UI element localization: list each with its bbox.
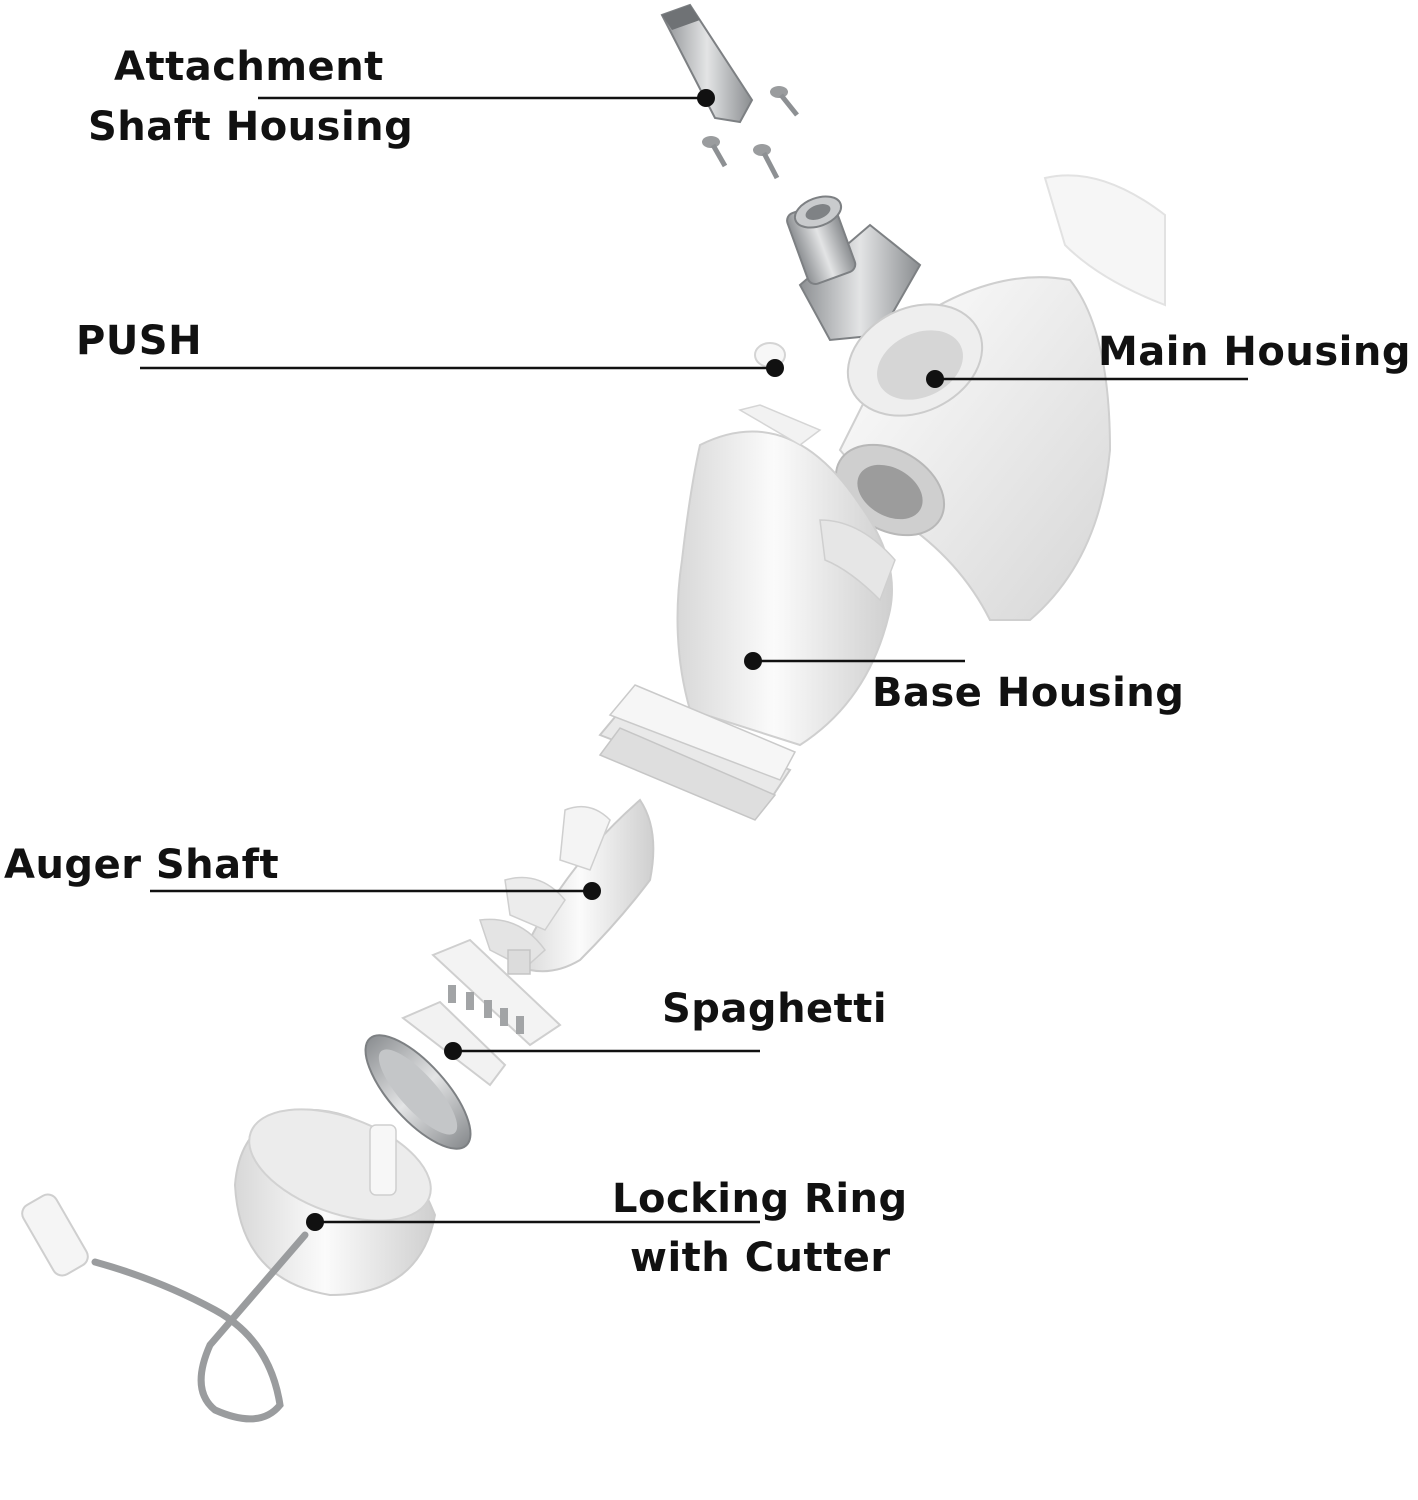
label-locking-ring-line2: with Cutter xyxy=(630,1235,891,1281)
screw-parts xyxy=(702,86,799,180)
cutter-handle-part xyxy=(21,1193,309,1423)
auger-shaft-part xyxy=(478,798,655,975)
retaining-ring-part xyxy=(364,1034,472,1150)
label-auger-shaft: Auger Shaft xyxy=(4,842,280,888)
label-push: PUSH xyxy=(76,318,203,364)
label-attachment-shaft-housing-line2: Shaft Housing xyxy=(88,104,414,150)
clear-cover-part xyxy=(1043,174,1167,307)
leader-lines xyxy=(140,89,1248,1231)
locking-ring-part xyxy=(233,1108,437,1297)
label-main-housing: Main Housing xyxy=(1098,329,1411,375)
label-attachment-shaft-housing-line1: Attachment xyxy=(114,44,384,90)
label-spaghetti: Spaghetti xyxy=(662,986,888,1032)
label-base-housing: Base Housing xyxy=(872,670,1185,716)
label-locking-ring-line1: Locking Ring xyxy=(612,1176,908,1222)
flange-coupler-part xyxy=(786,195,922,342)
base-housing-part xyxy=(598,404,896,821)
